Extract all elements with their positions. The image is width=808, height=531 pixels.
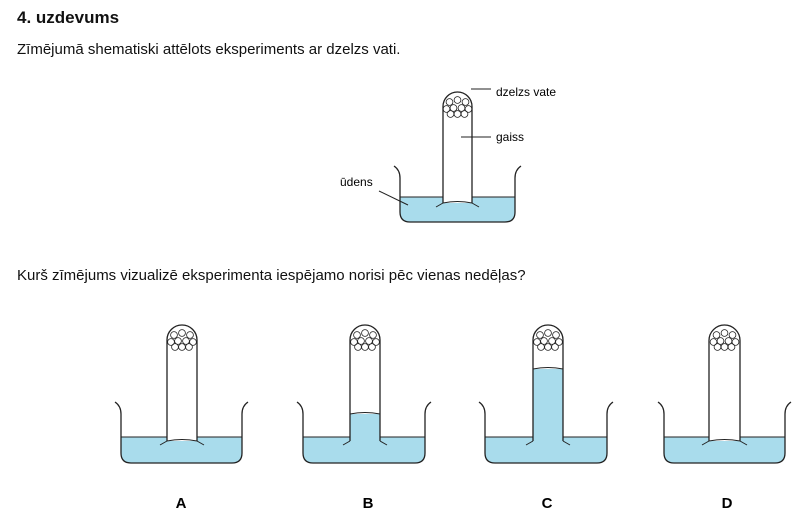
iron-wool <box>533 329 563 351</box>
test-tube-body <box>350 325 380 441</box>
iron-wool-label: dzelzs vate <box>496 85 556 99</box>
tube-foot-left <box>159 440 168 446</box>
test-tube-body <box>443 92 472 203</box>
tube-water <box>533 369 563 441</box>
tube-foot-left <box>435 202 444 208</box>
tube-bottom-edge <box>166 439 198 442</box>
option-c-label: C <box>542 495 553 512</box>
option-a-label: A <box>176 495 187 512</box>
beaker-outline <box>114 401 249 464</box>
tube-foot-right <box>471 202 480 208</box>
air-label: gaiss <box>496 130 524 144</box>
main-experiment: dzelzs vate gaiss ūdens <box>340 85 556 223</box>
task-intro: Zīmējumā shematiski attēlots eksperiment… <box>17 41 401 58</box>
beaker-water <box>303 437 425 463</box>
iron-wool <box>709 329 740 351</box>
iron-wool <box>442 96 473 118</box>
beaker-outline <box>657 401 792 464</box>
tube-foot-right <box>562 440 571 446</box>
test-tube-outline <box>708 324 741 441</box>
water-label: ūdens <box>340 175 373 189</box>
iron-wool <box>167 329 197 351</box>
test-tube-body <box>709 325 740 441</box>
tube-foot-right <box>379 440 388 446</box>
tube-bottom-edge <box>442 201 473 204</box>
main-beaker-setup <box>393 91 522 223</box>
option-b-label: B <box>363 495 374 512</box>
iron-wool <box>350 329 380 351</box>
test-tube-outline <box>349 324 381 441</box>
test-tube-outline <box>442 91 473 203</box>
beaker-water <box>485 437 607 463</box>
tube-water-surface <box>532 367 564 370</box>
option-a-diagram[interactable] <box>114 324 249 464</box>
tube-bottom-edge <box>708 439 741 442</box>
water-pointer <box>378 190 409 206</box>
test-tube-outline <box>166 324 198 441</box>
tube-foot-left <box>342 440 351 446</box>
tube-foot-left <box>525 440 534 446</box>
option-b-diagram[interactable] <box>296 324 432 464</box>
beaker-water <box>400 197 515 222</box>
test-tube-outline <box>532 324 564 441</box>
option-c-diagram[interactable] <box>478 324 614 464</box>
test-tube-body <box>167 325 197 441</box>
tube-water <box>350 414 380 441</box>
option-d-diagram[interactable] <box>657 324 792 464</box>
tube-water-surface <box>349 412 381 415</box>
beaker-outline <box>393 165 522 223</box>
beaker-outline <box>478 401 614 464</box>
tube-foot-right <box>739 440 748 446</box>
tube-foot-left <box>701 440 710 446</box>
tube-foot-right <box>196 440 205 446</box>
beaker-outline <box>296 401 432 464</box>
beaker-water <box>121 437 242 463</box>
beaker-water <box>664 437 785 463</box>
task-title: 4. uzdevums <box>17 8 120 27</box>
option-d-label: D <box>722 495 733 512</box>
task-question: Kurš zīmējums vizualizē eksperimenta ies… <box>17 267 526 284</box>
